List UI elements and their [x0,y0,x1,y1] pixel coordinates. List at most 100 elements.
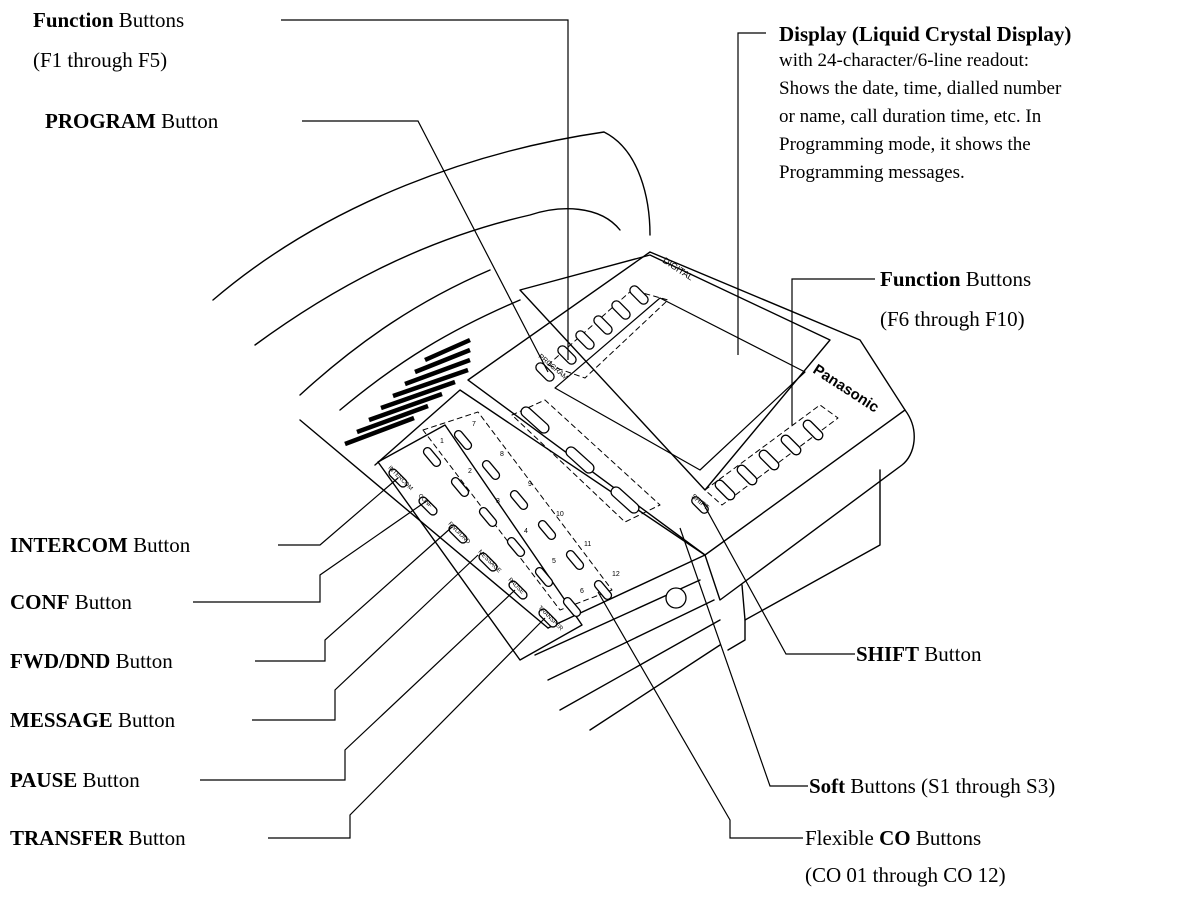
display-desc-3: or name, call duration time, etc. In [779,106,1042,127]
co-key-10[interactable] [537,519,557,541]
leader-intercom [278,477,399,546]
leader-function-f1-f5 [281,19,569,360]
co-key-3[interactable] [478,506,498,528]
function-key-f8[interactable] [757,448,780,471]
function-key-f6[interactable] [713,478,736,501]
body-left-edge-2 [374,389,706,556]
label-pause: PAUSE Button [10,768,140,792]
co-label-1: 1 [440,438,444,445]
label-program: PROGRAM Button [45,109,219,133]
label-co-range: (CO 01 through CO 12) [805,863,1006,887]
phone-base-2 [727,619,746,651]
leader-program [302,120,549,373]
function-key-f10[interactable] [801,418,824,441]
co-label-2: 2 [468,468,472,475]
co-label-6: 6 [580,588,584,595]
speaker-grille [344,337,471,447]
label-function-f6-f10-range: (F6 through F10) [880,307,1025,331]
function-key-f4[interactable] [610,299,632,321]
display-desc-5: Programming messages. [779,162,965,183]
label-fwd-dnd: FWD/DND Button [10,649,173,673]
key-pause[interactable] [507,579,528,600]
hook-switch [665,587,687,609]
co-key-5[interactable] [534,566,554,588]
brand-logo: Panasonic [810,361,882,416]
co-key-7[interactable] [453,429,473,451]
co-label-12: 12 [612,571,620,578]
key-transfer[interactable] [537,607,558,628]
soft-key-group [511,399,661,523]
f6-f10-group [704,404,839,506]
phone-base [741,469,881,621]
lcd-screen [554,297,806,471]
co-key-4[interactable] [506,536,526,558]
leader-conf [193,499,429,603]
soft-key-s3[interactable] [609,485,641,515]
co-key-9[interactable] [509,489,529,511]
front-line-4 [589,644,721,731]
key-label-fwd-dnd: FWD/DND [447,521,472,546]
co-key-8[interactable] [481,459,501,481]
leader-co [597,591,803,839]
co-label-9: 9 [528,481,532,488]
phone-right-face [704,409,915,601]
label-intercom: INTERCOM Button [10,533,191,557]
co-key-6[interactable] [562,596,582,618]
key-fwd-dnd[interactable] [447,523,468,544]
co-label-4: 4 [524,528,528,535]
co-key-12[interactable] [593,579,613,601]
handset-body [254,208,621,346]
co-key-2[interactable] [450,476,470,498]
co-label-5: 5 [552,558,556,565]
co-label-10: 10 [556,511,564,518]
lcd-frame [519,254,831,491]
leader-message [252,554,479,721]
display-desc-1: with 24-character/6-line readout: [779,50,1030,71]
label-transfer: TRANSFER Button [10,826,186,850]
front-line-2 [547,599,715,681]
label-message: MESSAGE Button [10,708,176,732]
soft-key-s2[interactable] [564,445,596,475]
shift-key[interactable] [690,495,710,515]
key-message[interactable] [477,551,498,572]
leader-transfer [268,617,546,839]
label-soft: Soft Buttons (S1 through S3) [809,774,1056,798]
display-desc-4: Programming mode, it shows the [779,134,1031,155]
function-key-f1[interactable] [556,344,578,366]
handset-arc [212,131,651,301]
label-shift: SHIFT Button [856,642,982,666]
cradle-edge-2 [339,299,521,411]
left-key-panel [377,424,583,661]
function-key-f7[interactable] [735,463,758,486]
co-group [422,411,613,611]
label-conf: CONF Button [10,590,132,614]
leader-fwd-dnd [255,526,453,662]
function-key-f3[interactable] [592,314,614,336]
program-key[interactable] [534,361,556,383]
cradle-edge [299,269,491,396]
key-conf[interactable] [417,495,438,516]
label-display: Display (Liquid Crystal Display) [779,22,1072,46]
label-function-f1-f5-range: (F1 through F5) [33,48,168,72]
co-key-11[interactable] [565,549,585,571]
display-desc-2: Shows the date, time, dialled number [779,78,1062,99]
co-label-3: 3 [496,498,500,505]
function-key-f5[interactable] [628,284,650,306]
leader-soft [679,527,808,787]
label-function-f1-f5: Function Buttons [33,8,185,32]
soft-key-s1[interactable] [519,405,551,435]
phone-top-face [467,251,906,556]
function-key-f9[interactable] [779,433,802,456]
leader-pause [200,589,516,781]
function-key-f2[interactable] [574,329,596,351]
co-label-7: 7 [472,421,476,428]
label-co: Flexible CO Buttons [805,826,982,850]
co-label-8: 8 [500,451,504,458]
co-key-1[interactable] [422,446,442,468]
leader-shift [702,502,855,655]
co-label-11: 11 [584,541,591,548]
label-function-f6-f10: Function Buttons [880,267,1032,291]
body-left-edge [299,419,549,629]
leader-function-f6-f10 [791,278,875,425]
